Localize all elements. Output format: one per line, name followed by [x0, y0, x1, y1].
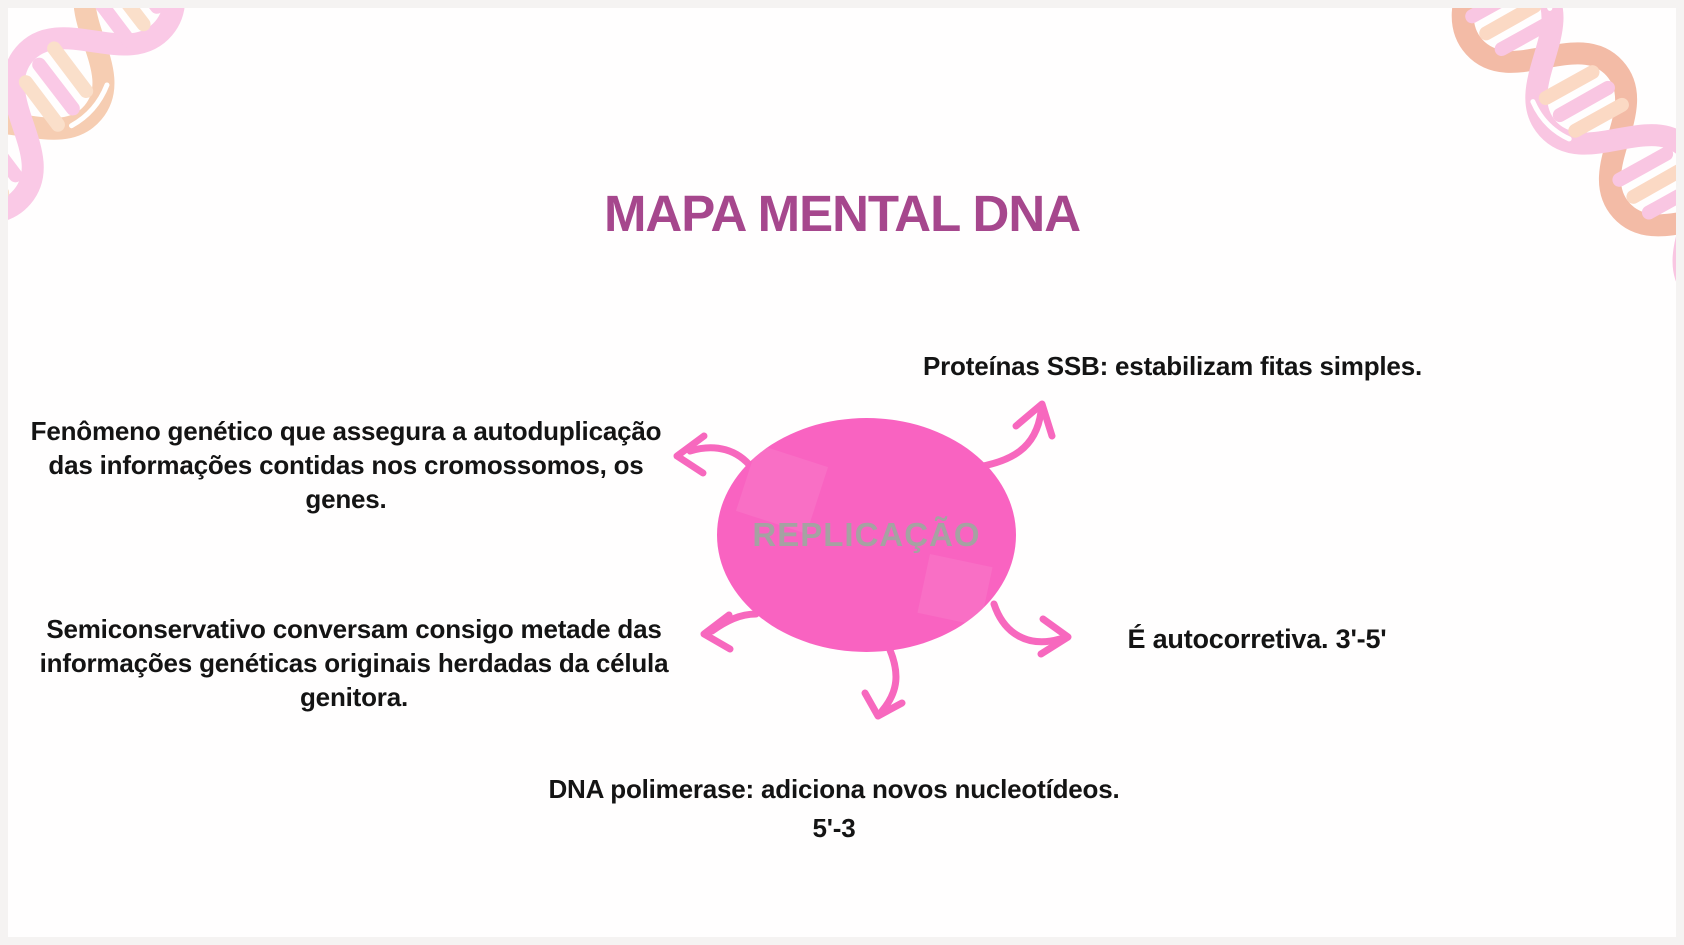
dna-helix-icon-top-right [1389, 0, 1684, 295]
branch-text-line: 5'-3 [812, 813, 856, 843]
arrow-to-fenomeno [673, 432, 756, 477]
helix-strand-pink [1389, 0, 1684, 295]
node-texture-patch [917, 554, 993, 626]
helix-rungs [1465, 0, 1684, 220]
branch-dna-polimerase: DNA polimerase: adiciona novos nucleotíd… [534, 770, 1134, 848]
branch-text-line: genes. [305, 484, 387, 514]
branch-text-line: DNA polimerase: adiciona novos nucleotíd… [548, 774, 1120, 804]
helix-strand-pink [0, 0, 186, 235]
branch-text-line: Semiconservativo conversam consigo metad… [46, 614, 662, 644]
central-node-replicacao: REPLICAÇÃO [717, 418, 1016, 652]
branch-text-line: das informações contidas nos cromossomos… [48, 450, 644, 480]
arrow-to-autocorretiva [990, 600, 1072, 658]
central-node-label: REPLICAÇÃO [752, 516, 981, 553]
helix-highlights [69, 82, 110, 129]
branch-proteinas-ssb: Proteínas SSB: estabilizam fitas simples… [890, 350, 1455, 382]
dna-helix-icon-top-left [0, 0, 246, 292]
branch-text-line: Fenômeno genético que assegura a autodup… [30, 416, 662, 446]
arrow-to-proteinas [968, 400, 1056, 472]
branch-semiconservativo: Semiconservativo conversam consigo metad… [2, 612, 706, 714]
branch-text-line: informações genéticas originais herdadas… [39, 648, 669, 712]
branch-autocorretiva: É autocorretiva. 3'-5' [1107, 622, 1407, 656]
dna-helix-strands [1389, 0, 1684, 295]
branch-text-line: Proteínas SSB: estabilizam fitas simples… [923, 351, 1422, 381]
branch-text-line: É autocorretiva. 3'-5' [1127, 624, 1387, 654]
arrow-to-semiconservativo [700, 610, 760, 653]
branch-fenomeno-genetico: Fenômeno genético que assegura a autodup… [16, 414, 676, 516]
arrow-to-dna-polimerase [861, 646, 906, 720]
helix-strand-peach [0, 0, 246, 292]
page-title: MAPA MENTAL DNA [603, 185, 1081, 242]
